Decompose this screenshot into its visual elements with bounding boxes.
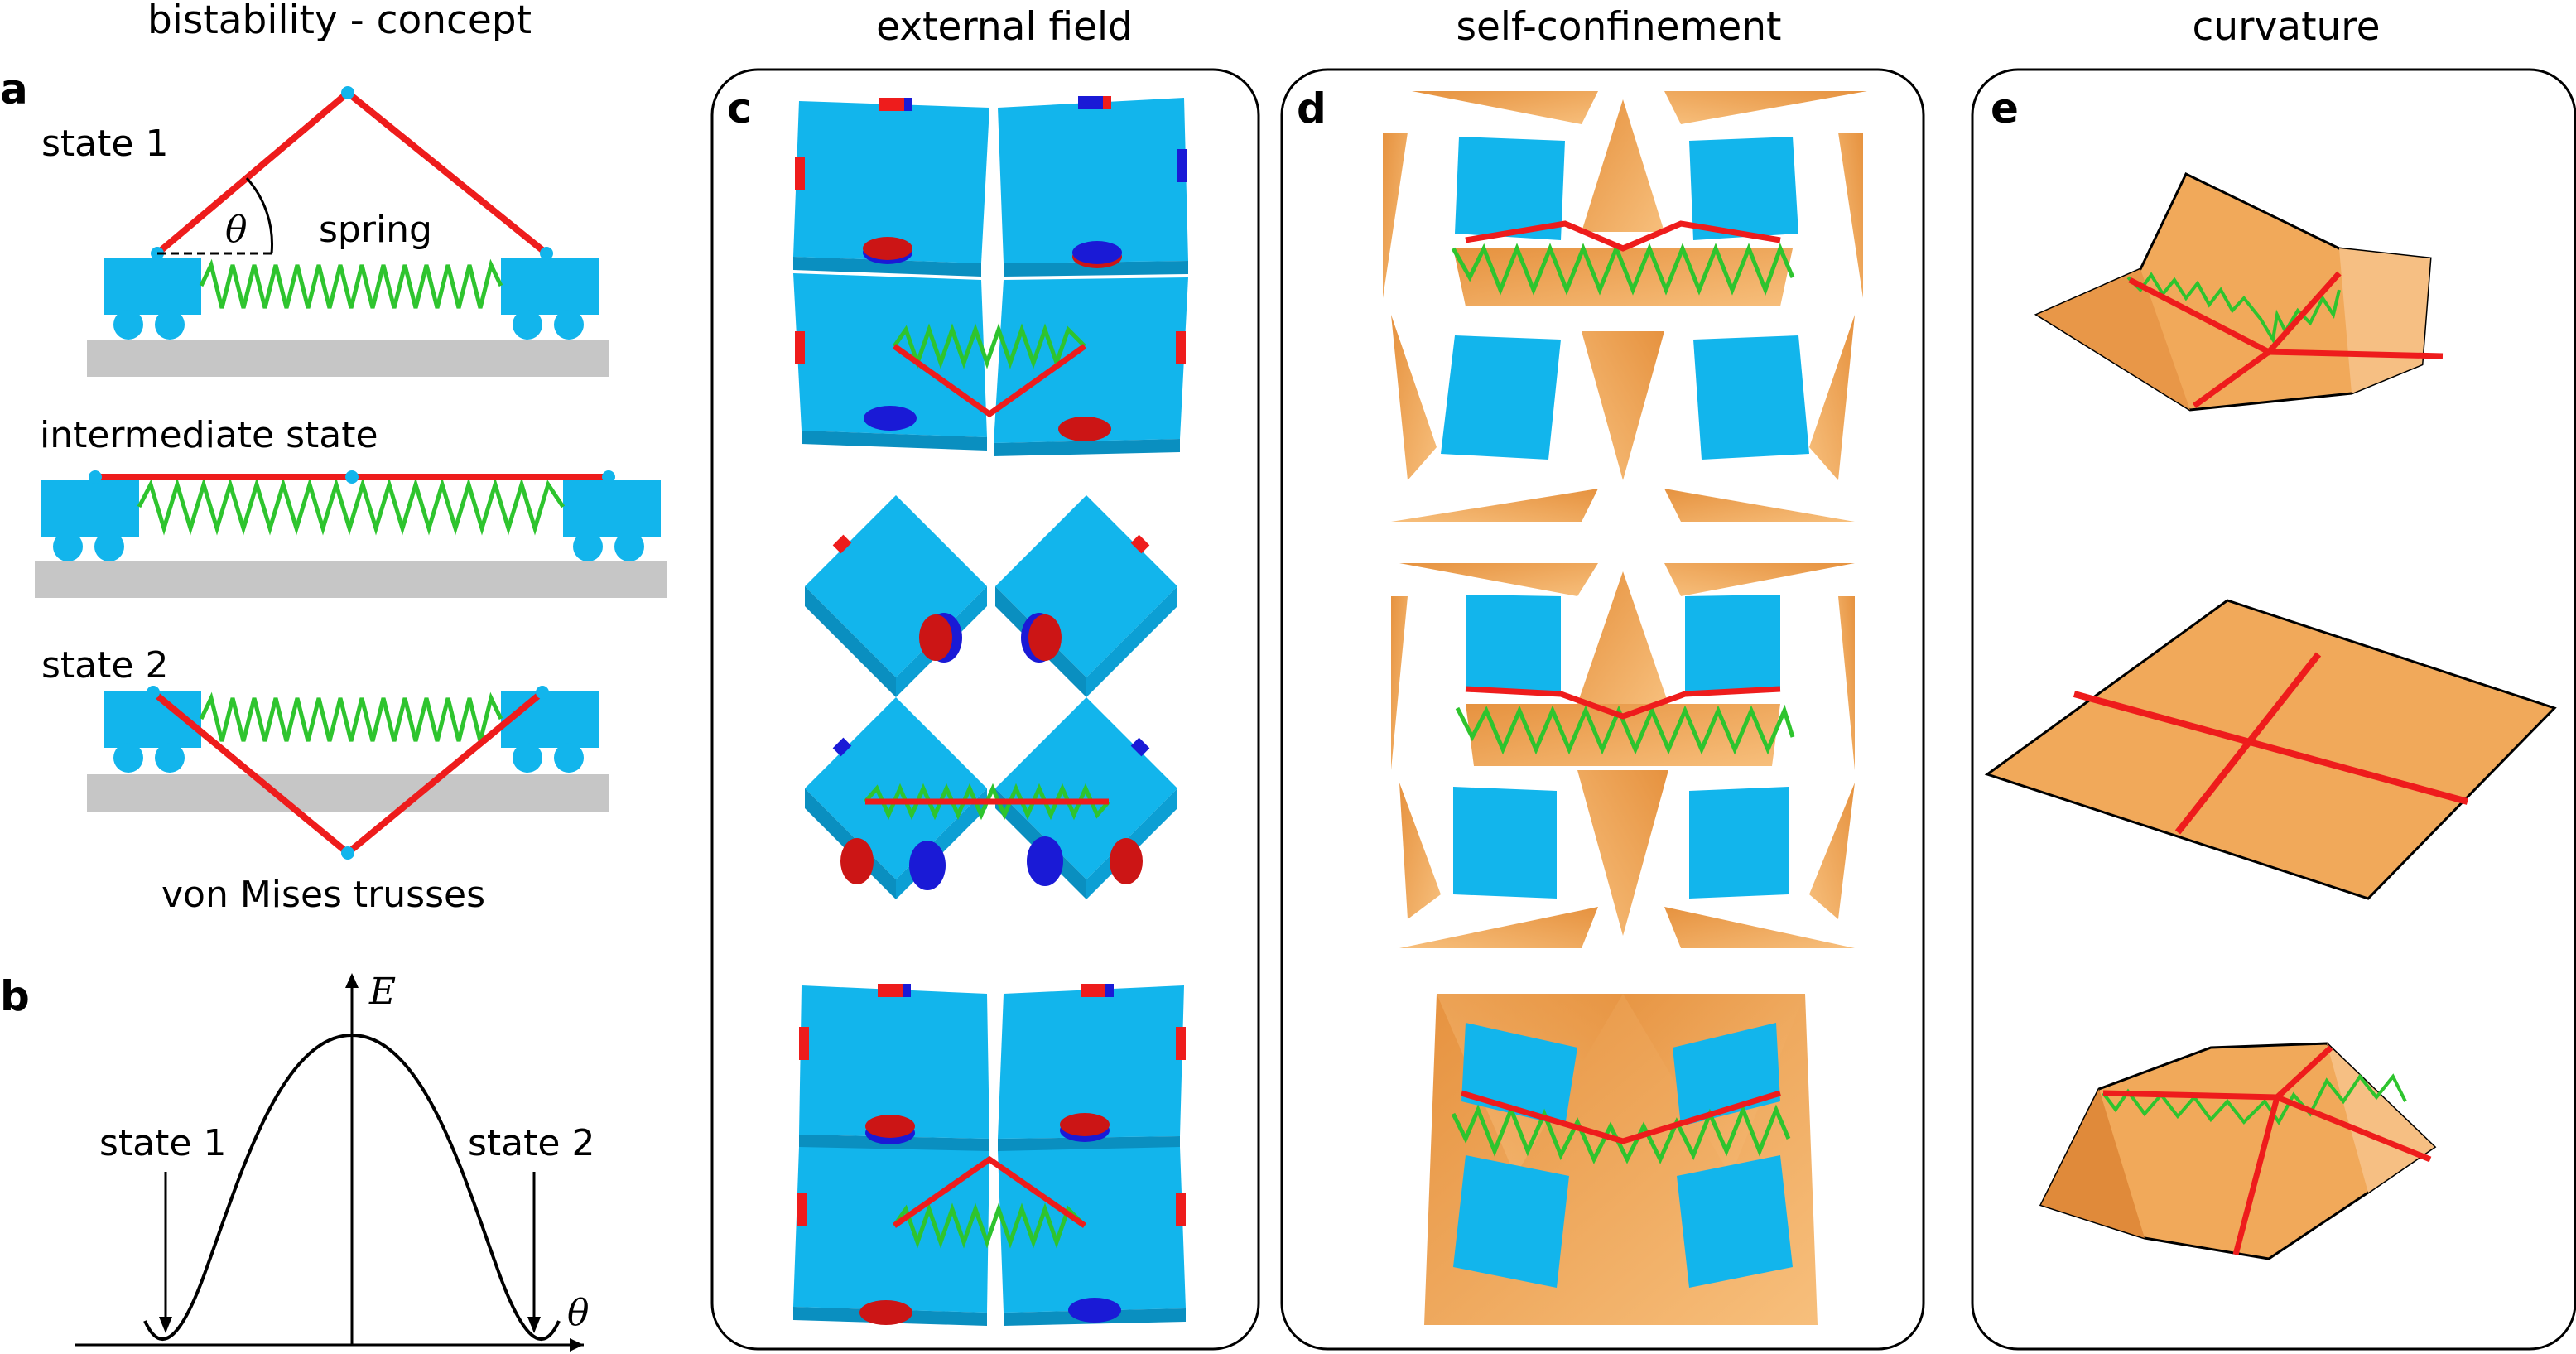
label-intermediate-state: intermediate state bbox=[40, 414, 378, 456]
truss-bars bbox=[2174, 652, 2322, 835]
confinement-state-2 bbox=[1424, 994, 1818, 1325]
axis-label-e: E bbox=[368, 971, 396, 1013]
energy-curve bbox=[143, 1033, 561, 1341]
truss-bars bbox=[2073, 691, 2469, 805]
cart-left bbox=[104, 258, 201, 315]
confinement-state-intermediate bbox=[1391, 563, 1855, 948]
spring bbox=[199, 691, 503, 742]
cart-right bbox=[501, 691, 599, 748]
label-theta-a: θ bbox=[225, 209, 248, 251]
heading-self-confinement: self-confinement bbox=[1456, 4, 1781, 50]
spring bbox=[137, 477, 566, 536]
panel-e-frame bbox=[1971, 68, 2576, 1351]
magnet-tiles-state-1 bbox=[793, 96, 1188, 456]
spring bbox=[1455, 704, 1795, 755]
panel-letter-a: a bbox=[0, 65, 28, 113]
panel-letter-c: c bbox=[727, 84, 752, 133]
cart-left bbox=[41, 480, 139, 537]
truss-bars bbox=[892, 344, 1087, 418]
caption-von-mises: von Mises trusses bbox=[161, 874, 485, 916]
heading-concept: bistability - concept bbox=[147, 0, 532, 43]
spring bbox=[892, 1202, 1086, 1249]
truss-intermediate: intermediate state bbox=[35, 414, 667, 598]
magnet-tiles-intermediate bbox=[805, 495, 1177, 899]
ground-bar bbox=[87, 774, 609, 812]
truss-state-1: state 1 θ spring bbox=[41, 86, 609, 377]
label-state-2: state 2 bbox=[41, 644, 168, 687]
heading-external-field: external field bbox=[876, 4, 1133, 50]
spring bbox=[2102, 1073, 2407, 1125]
ground-bar bbox=[35, 561, 667, 598]
panel-d-frame bbox=[1280, 68, 1925, 1351]
truss-bars bbox=[151, 689, 545, 858]
axis-label-theta: θ bbox=[567, 1292, 590, 1334]
truss-bars bbox=[893, 1155, 1086, 1228]
truss-bars bbox=[1465, 686, 1781, 720]
truss-bars bbox=[1465, 220, 1781, 252]
panel-letter-d: d bbox=[1297, 84, 1327, 133]
confinement-state-1 bbox=[1383, 91, 1867, 522]
energy-plot: E θ state 1 state 2 bbox=[75, 971, 595, 1352]
truss-bars bbox=[1461, 1090, 1782, 1144]
magnet-tiles-state-2 bbox=[793, 984, 1186, 1326]
cart-right bbox=[501, 258, 599, 315]
flat-sheet-intermediate bbox=[1984, 599, 2557, 900]
ground-bar bbox=[87, 340, 609, 377]
spring bbox=[2126, 272, 2341, 345]
panel-letter-b: b bbox=[0, 972, 30, 1020]
panel-c-frame bbox=[710, 68, 1260, 1351]
spring bbox=[1451, 243, 1795, 296]
spring bbox=[199, 258, 503, 309]
heading-curvature: curvature bbox=[2193, 4, 2381, 50]
cart-right bbox=[563, 480, 661, 537]
label-state-1: state 1 bbox=[41, 123, 168, 165]
panel-letter-e: e bbox=[1991, 84, 2019, 133]
curved-sheet-state-2 bbox=[2039, 1042, 2437, 1260]
curved-sheet-state-1 bbox=[2034, 171, 2444, 412]
label-spring: spring bbox=[319, 209, 432, 251]
label-b-state-2: state 2 bbox=[468, 1122, 595, 1164]
spring bbox=[892, 323, 1086, 369]
label-b-state-1: state 1 bbox=[99, 1122, 226, 1164]
truss-state-2: state 2 von Mises trusses bbox=[41, 644, 609, 916]
